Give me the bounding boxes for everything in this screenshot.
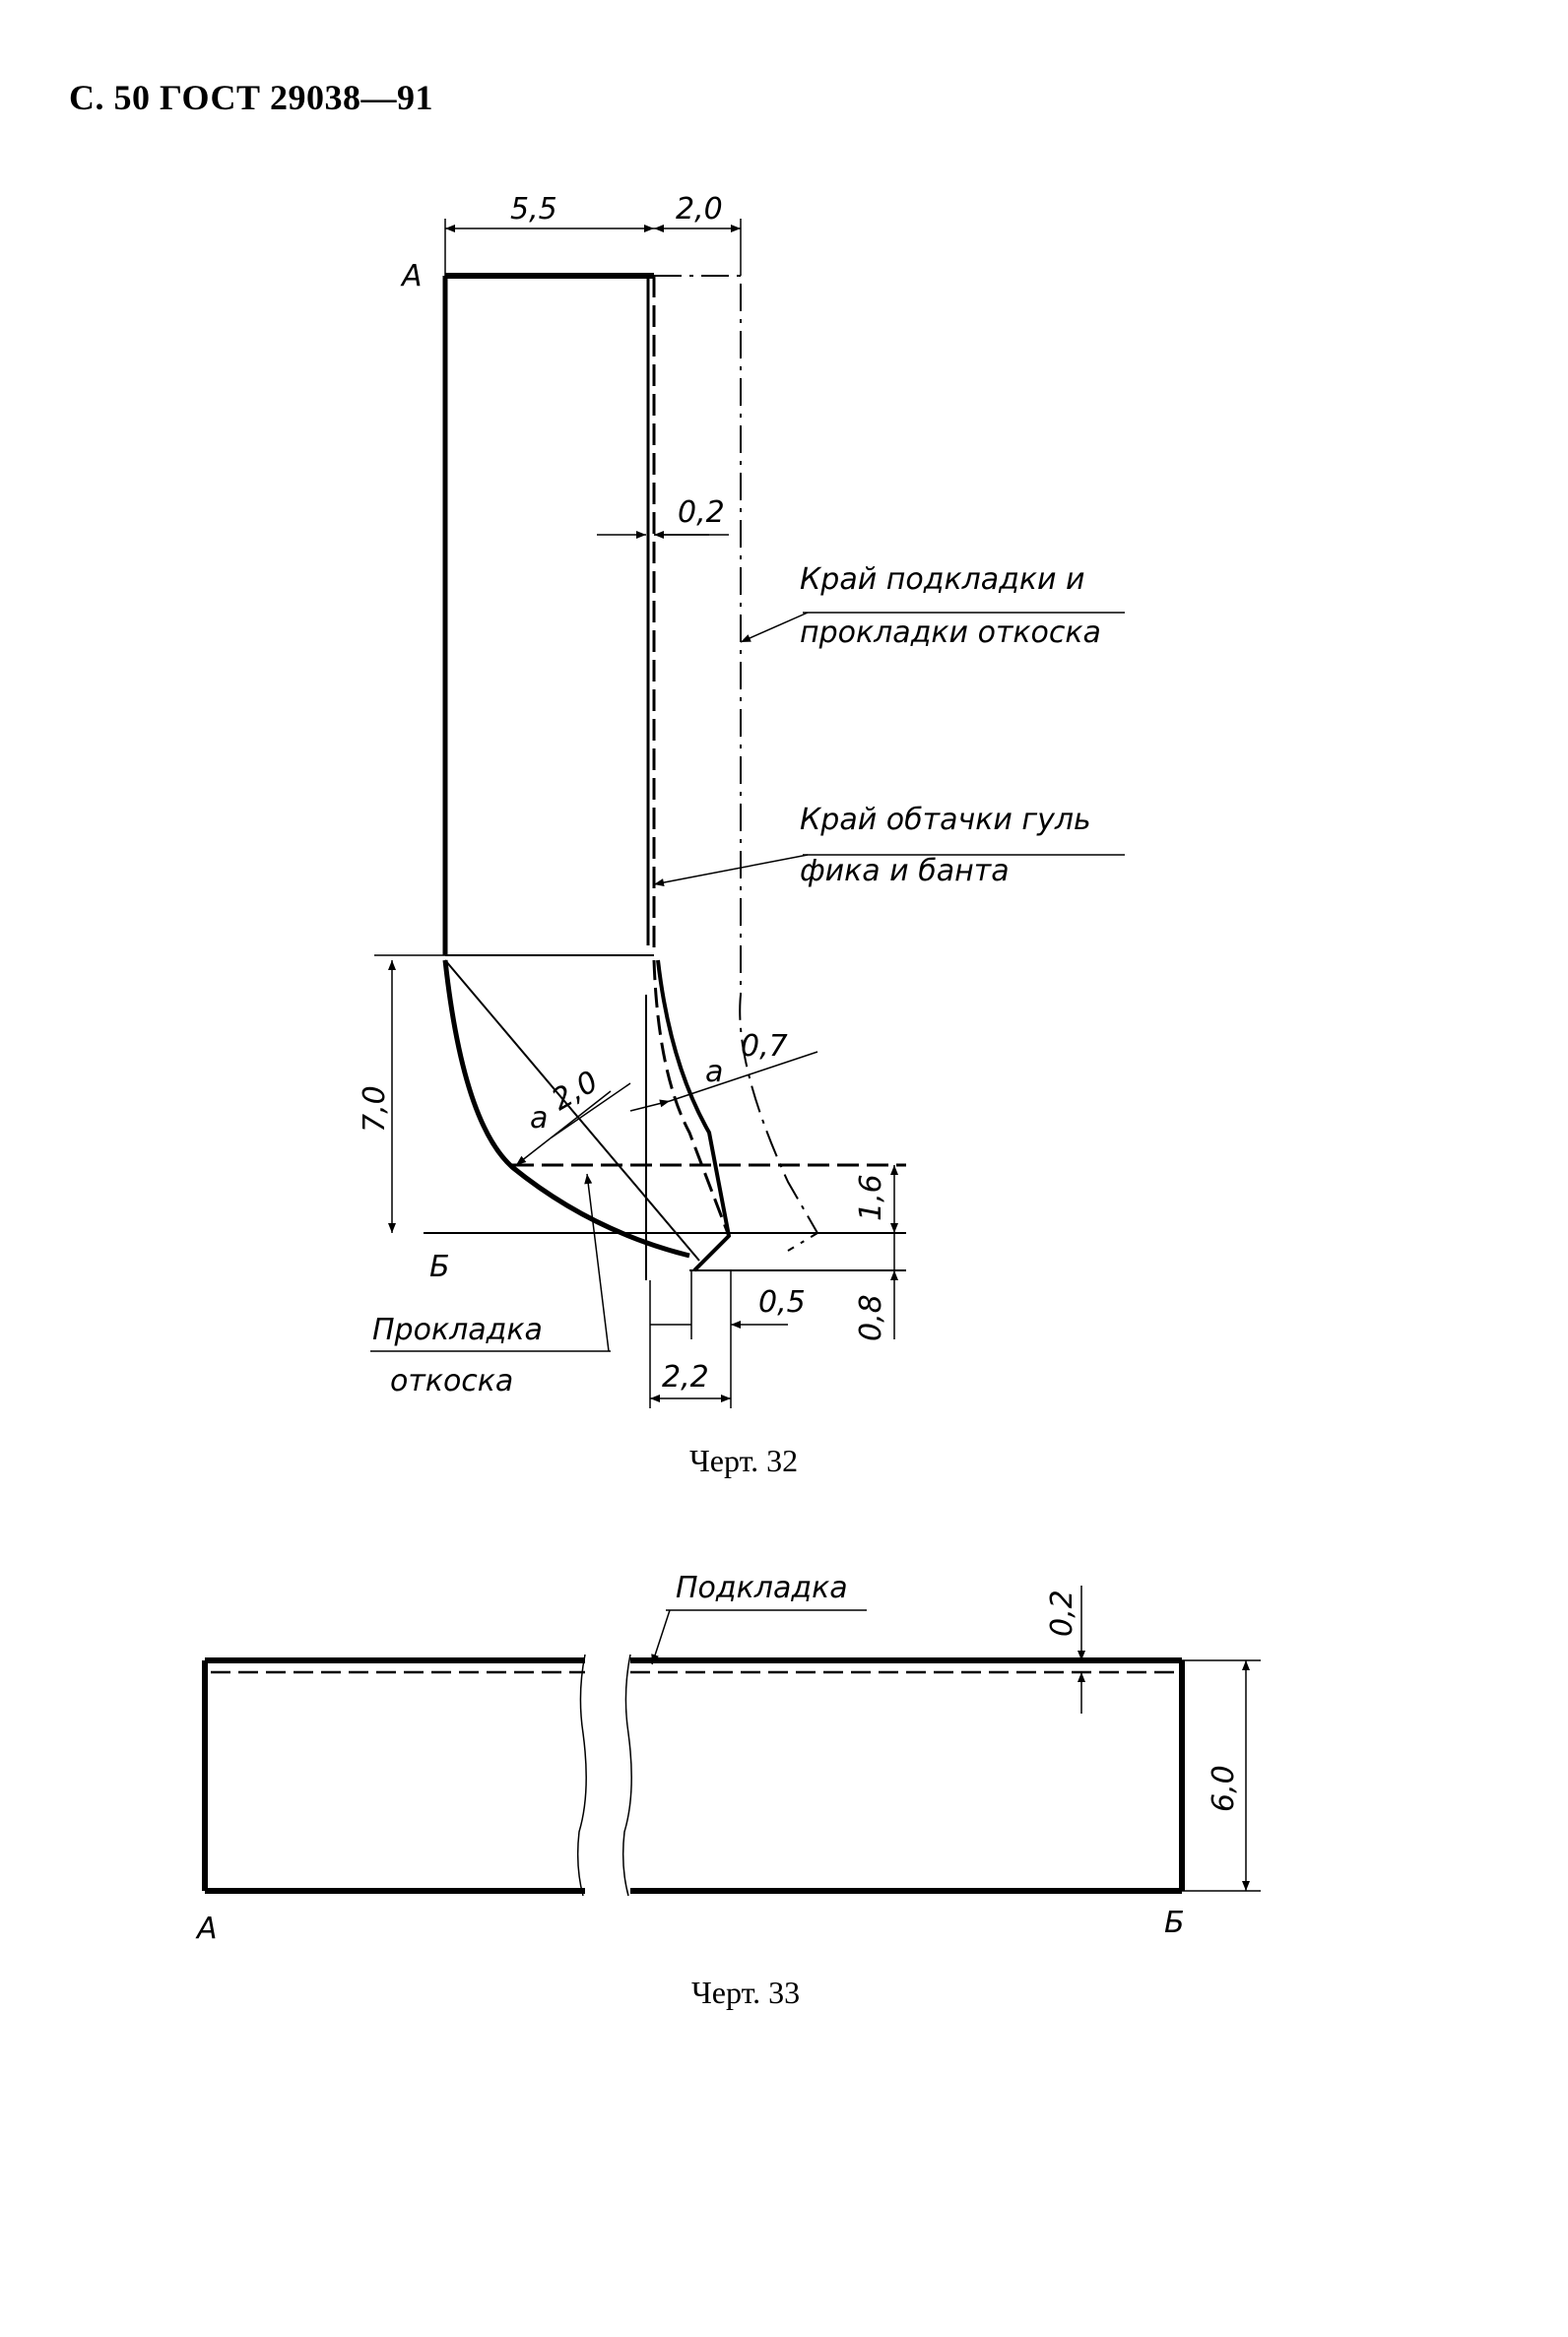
figure-32-caption: Черт. 32	[689, 1443, 799, 1478]
note-facing-line1: Край обтачки гуль	[800, 803, 1091, 837]
fig32-outline	[370, 219, 1125, 1408]
dim-top-right: 2,0	[676, 192, 723, 227]
figure-33-caption: Черт. 33	[691, 1975, 801, 2010]
dim-right-vert-upper: 1,6	[854, 1174, 888, 1221]
fig32-letter-bottom: Б	[429, 1250, 450, 1284]
dim-bottom-small: 0,5	[758, 1285, 806, 1320]
note-facing-line2: фика и банта	[800, 854, 1010, 888]
dim-a2-value: 0,7	[741, 1029, 788, 1064]
note-interlining-line1: Прокладка	[372, 1313, 543, 1347]
fig33-dim-height: 6,0	[1207, 1765, 1241, 1812]
fig33-lining-label: Подкладка	[676, 1571, 848, 1605]
note-lining-line2: прокладки откоска	[800, 616, 1101, 650]
dim-gap: 0,2	[678, 495, 725, 530]
page-header: С. 50 ГОСТ 29038—91	[69, 78, 433, 117]
dim-right-vert-lower: 0,8	[854, 1294, 888, 1341]
dim-top-left: 5,5	[510, 192, 557, 227]
fig33-letter-left: А	[195, 1912, 218, 1946]
dim-a2-label: a	[705, 1055, 723, 1089]
fig33-outline	[202, 1586, 1261, 1897]
note-lining-line1: Край подкладки и	[800, 562, 1085, 597]
dim-a1-label: a	[530, 1101, 548, 1136]
dim-bottom-width: 2,2	[662, 1360, 709, 1395]
fig32-letter-top: А	[400, 259, 423, 293]
note-interlining-line2: откоска	[390, 1364, 513, 1398]
fig33-letter-right: Б	[1164, 1906, 1185, 1940]
dim-height: 7,0	[358, 1085, 392, 1133]
dim-a1-value: 2,0	[547, 1065, 605, 1118]
fig33-dim-top: 0,2	[1045, 1590, 1079, 1637]
